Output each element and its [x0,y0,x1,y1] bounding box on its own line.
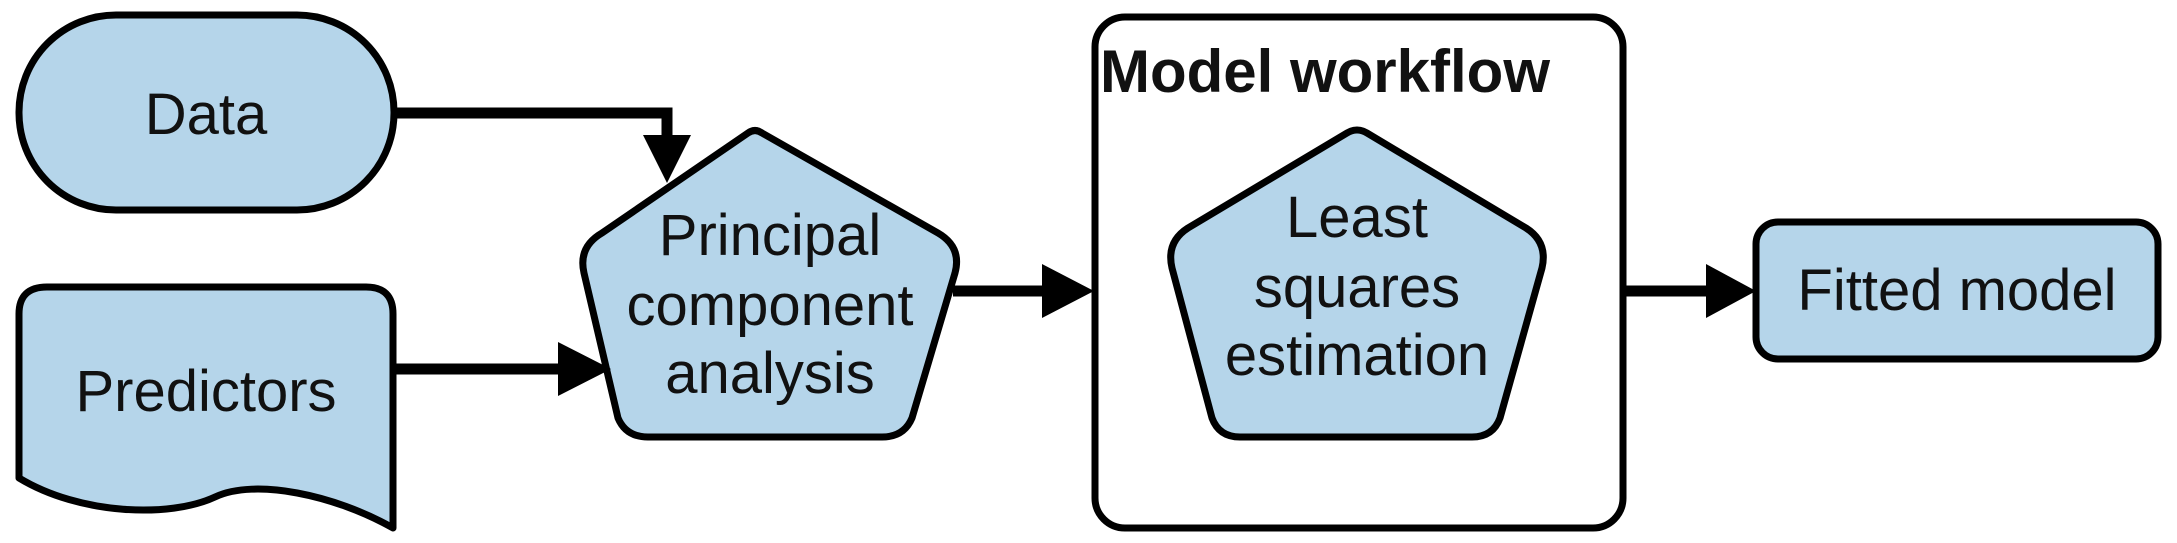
model-workflow-title: Model workflow [1100,38,1550,105]
pca-node-label-line1: Principal [659,203,881,268]
predictors-node-shape [15,283,397,532]
pca-node-label-line3: analysis [665,341,875,406]
edge-data-to-pca-arrowhead [643,135,691,183]
fitted-model-node: Fitted model [1752,218,2162,363]
edge-workflow-to-fitted-arrowhead [1706,264,1756,318]
edge-predictors-to-pca-arrowhead [558,342,611,396]
edge-pca-to-workflow [953,264,1094,318]
edge-pca-to-workflow-arrowhead [1042,264,1094,318]
edge-workflow-to-fitted [1623,264,1756,318]
fitted-model-node-shape [1752,218,2162,363]
predictors-node: Predictors [15,283,397,532]
edge-data-to-pca-line [394,107,673,145]
lse-node-label-line3: estimation [1225,323,1489,388]
lse-node-label-line1: Least [1286,185,1428,250]
lse-node-label-line2: squares [1254,255,1460,320]
edge-predictors-to-pca [393,342,611,396]
pca-node: Principal component analysis [579,127,961,441]
lse-node-shape [1167,126,1547,441]
lse-node: Least squares estimation [1167,126,1547,441]
data-node-label: Data [145,82,268,147]
predictors-node-label: Predictors [75,359,336,424]
edge-data-to-pca [394,107,691,183]
pca-node-shape [579,127,961,441]
data-node: Data [15,11,398,214]
pca-node-label-line2: component [627,273,914,338]
fitted-model-node-label: Fitted model [1797,258,2116,323]
